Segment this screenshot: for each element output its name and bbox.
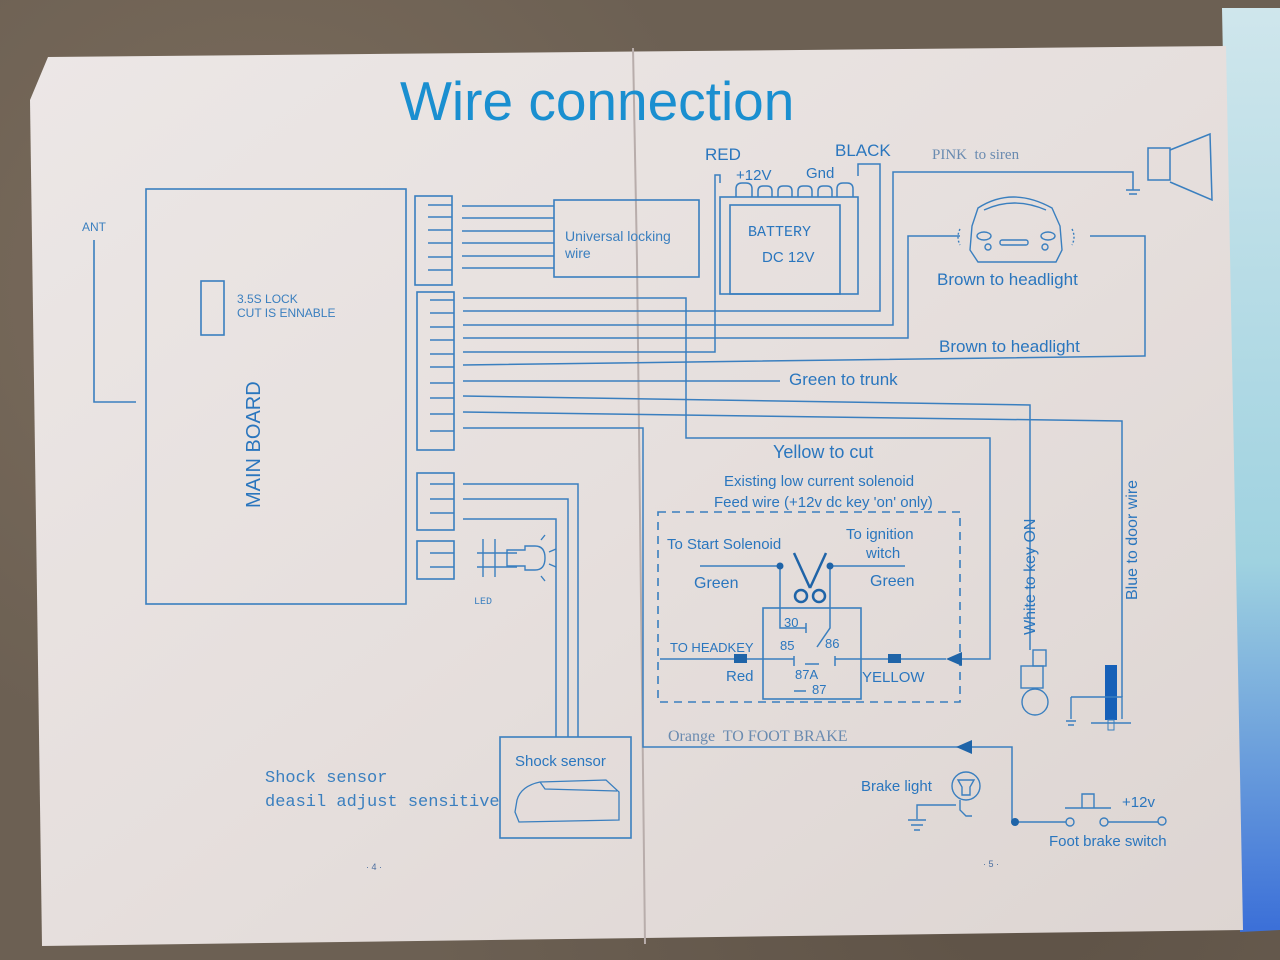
brown-headlight-wire-2 (462, 235, 1146, 366)
ant-label: ANT (82, 220, 107, 234)
shock-sensor-icon (514, 779, 620, 823)
battery-voltage: DC 12V (762, 249, 815, 266)
wire-markers (734, 562, 1019, 826)
brake-light-label: Brake light (861, 778, 933, 795)
locking-label-1: Universal locking (565, 228, 671, 244)
brown-headlight-wire-1 (463, 235, 960, 339)
door-label: Blue to door wire (1124, 480, 1141, 600)
trunk-label: Green to trunk (789, 370, 898, 389)
paper-sheet (30, 46, 1243, 946)
center-fold (632, 47, 646, 945)
key-on-label: White to key ON (1022, 519, 1039, 635)
green-left-label: Green (694, 575, 738, 592)
black-ground-wire (463, 163, 881, 312)
pin-86: 86 (825, 636, 839, 651)
plus12-label: +12V (736, 167, 771, 184)
shock-box-label: Shock sensor (515, 753, 606, 770)
red-wire-label: Red (726, 668, 754, 685)
orange-brake-label: Orange TO FOOT BRAKE (668, 728, 848, 745)
to-headkey-label: TO HEADKEY (670, 640, 754, 655)
headlight-label-upper: Brown to headlight (937, 270, 1078, 289)
pink-siren-wire (463, 171, 1134, 326)
shock-wire-2 (463, 498, 569, 737)
battery-inner (729, 204, 841, 295)
cut-label: Yellow to cut (773, 442, 873, 462)
yellow-cut-wire (463, 297, 991, 660)
yellow-wire-label: YELLOW (862, 669, 925, 686)
key-on-bulb-icon (1020, 649, 1049, 716)
page-number-left: · 4 · (366, 862, 382, 872)
universal-locking-box (553, 199, 700, 278)
locking-label-2: wire (564, 245, 591, 261)
main-board-box (145, 188, 407, 605)
main-board-label: MAIN BOARD (243, 381, 265, 508)
red-battery-wire (463, 174, 721, 353)
car-icon (957, 196, 1075, 263)
foot-brake-label: Foot brake switch (1049, 833, 1167, 850)
lock-note-2: CUT IS ENNABLE (237, 306, 335, 320)
battery-label: BATTERY (748, 224, 811, 241)
led-icon (477, 534, 557, 582)
start-solenoid-label: To Start Solenoid (667, 536, 781, 553)
pin-30: 30 (784, 615, 798, 630)
pin-87a: 87A (795, 667, 818, 682)
black-label: BLACK (835, 141, 891, 160)
plus12v-label: +12v (1122, 794, 1155, 811)
shock-note-2: deasil adjust sensitive (265, 793, 500, 812)
lock-switch (200, 280, 225, 336)
shock-wire-3 (463, 518, 557, 737)
ignition-label-2: witch (865, 545, 900, 562)
connector-1 (414, 195, 453, 286)
white-key-wire (462, 395, 1031, 650)
page-title: Wire connection (400, 70, 794, 132)
door-switch-icon (1066, 665, 1131, 731)
headlight-label-lower: Brown to headlight (939, 337, 1080, 356)
relay-box (762, 607, 862, 700)
pin-85: 85 (780, 638, 794, 653)
battery-terminals (735, 182, 854, 197)
cut-note-1: Existing low current solenoid (724, 473, 914, 490)
shock-note-1: Shock sensor (265, 769, 387, 788)
connector-3 (416, 472, 455, 531)
scissors-icon (792, 552, 828, 604)
siren-label: PINK to siren (932, 147, 1020, 163)
brake-light-icon (908, 771, 981, 831)
page-number-right: · 5 · (983, 859, 999, 869)
blue-door-wire (462, 411, 1123, 697)
foot-brake-switch-icon (1016, 793, 1167, 827)
ignition-label-1: To ignition (846, 526, 914, 543)
cut-note-2: Feed wire (+12v dc key 'on' only) (714, 494, 933, 511)
siren-icon (1126, 132, 1213, 202)
connector-2 (416, 291, 455, 451)
relay-dashed-box (657, 511, 961, 703)
lock-note-1: 3.5S LOCK (237, 292, 298, 306)
pin-87: 87 (812, 682, 826, 697)
red-label: RED (705, 145, 741, 164)
relay-internals (779, 566, 836, 692)
antenna-wire (93, 240, 136, 403)
led-label: LED (474, 597, 492, 608)
green-right-label: Green (870, 573, 914, 590)
connector-4 (416, 540, 455, 580)
shock-wire-1 (463, 483, 579, 737)
shock-sensor-box (499, 736, 632, 839)
orange-brake-wire (463, 427, 1013, 822)
gnd-label: Gnd (806, 165, 834, 182)
